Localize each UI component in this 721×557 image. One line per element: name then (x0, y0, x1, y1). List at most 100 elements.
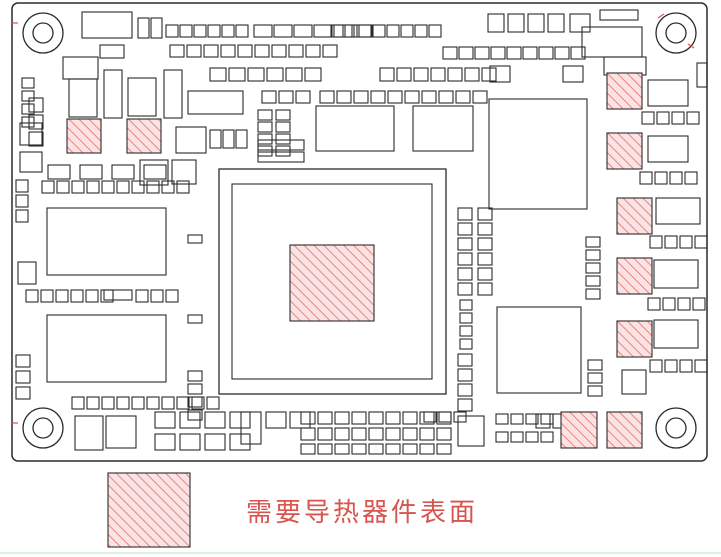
resistor-row-3b (481, 67, 497, 82)
resistor-bottom-mid-c (419, 443, 435, 455)
resistor-bottom-right-b (495, 413, 509, 425)
resistor-right-col-f (587, 372, 603, 384)
thermal-component-7 (616, 320, 653, 358)
resistor-right-col (457, 222, 473, 236)
cap-left-sq (19, 122, 43, 146)
resistor-top-row (235, 24, 249, 38)
resistor-bottom-mid (402, 411, 418, 425)
connector-top (81, 11, 133, 39)
resistor-bottom-mid-c (436, 443, 452, 455)
resistor-right-row-d (677, 297, 691, 311)
resistor-right-col (457, 252, 473, 266)
thermal-component-5 (616, 197, 653, 235)
ic-right-a (647, 79, 689, 107)
thermal-component-9 (606, 411, 643, 449)
soc-package (218, 168, 447, 395)
resistor-row-2 (254, 44, 270, 58)
resistor-right-row-c (649, 235, 663, 249)
resistor-bottom-mid-c (402, 443, 418, 455)
ic-left-d (127, 77, 157, 117)
ic-right-small (621, 369, 647, 395)
resistor-right-col-b (477, 282, 493, 296)
resistor-row-4b (438, 90, 454, 104)
resistor-left-col-b (15, 179, 29, 193)
cap-top-right-b (569, 13, 591, 33)
resistor-top-row-c (414, 24, 428, 38)
resistor-right-row-b (669, 171, 683, 185)
resistor-bottom-mid-c (351, 443, 367, 455)
resistor-right-row-a (641, 111, 655, 125)
resistor-bottom-mid (317, 411, 333, 425)
resistor-row-2 (305, 44, 321, 58)
resistor-right-col (457, 207, 473, 221)
resistor-bottom-mid (385, 411, 401, 425)
ic-bottom-a (74, 415, 104, 451)
resistor-row-4b (455, 90, 471, 104)
resistor-right-row-b (684, 171, 698, 185)
ic-top-small (187, 90, 244, 115)
resistor-right-row-e (664, 359, 678, 373)
cap-left-col (28, 114, 44, 130)
resistor-left-long (103, 289, 133, 301)
resistor-bottom-mid (368, 411, 384, 425)
resistor-left-row-c (165, 289, 179, 303)
resistor-row-4b (421, 90, 437, 104)
resistor-row-2 (186, 44, 202, 58)
resistor-mid-col-b (275, 133, 291, 145)
cap-bottom-mid (265, 411, 287, 429)
resistor-right-row-e (694, 359, 708, 373)
cap-row-3b (562, 65, 584, 83)
resistor-left-row (71, 180, 85, 194)
resistor-top-row (193, 24, 207, 38)
cap-bottom-mid (289, 411, 311, 429)
resistor-bottom-right (423, 411, 437, 423)
board-outline (11, 2, 708, 462)
resistor-bottom-mid-c (334, 443, 350, 455)
flash-chip-left (46, 314, 167, 383)
resistor-right-row-e (679, 359, 693, 373)
cap-mid-left (222, 129, 235, 149)
resistor-top-row-c (330, 24, 344, 38)
resistor-row-2 (169, 44, 185, 58)
resistor-bottom-mid-b (419, 427, 435, 441)
resistor-bottom-right-c (495, 431, 509, 443)
thermal-component-10 (289, 244, 375, 322)
resistor-row-2b (490, 46, 506, 60)
resistor-left-row (116, 180, 130, 194)
ic-bottom-b (105, 415, 137, 449)
ic-top-center-left (315, 105, 395, 152)
resistor-right-row-d (662, 297, 676, 311)
pin-markers (12, 13, 695, 424)
resistor-bottom-mid (334, 411, 350, 425)
resistor-left-row-c (150, 289, 164, 303)
thermal-components-layer (66, 72, 653, 449)
cap-top-right (527, 13, 545, 33)
resistor-bottom-right-c (510, 431, 524, 443)
resistor-row-3 (285, 67, 303, 82)
resistor-left-col-c (15, 354, 31, 368)
resistor-bottom-mid (351, 411, 367, 425)
resistor-bottom-row (206, 396, 220, 410)
cap-bottom-row-b (179, 433, 201, 451)
resistor-right-row-e (649, 359, 663, 373)
resistor-bottom-row (86, 396, 100, 410)
resistor-left-row (56, 180, 70, 194)
resistor-right-col-b (477, 267, 493, 281)
resistor-left-col-b (15, 194, 29, 208)
resistor-mid-col-b (275, 145, 291, 157)
resistor-right-col-b (477, 222, 493, 236)
resistor-row-2b (474, 46, 490, 60)
resistor-bottom-right-b (540, 413, 554, 425)
cap-top (137, 17, 150, 39)
resistor-row-4b (387, 90, 403, 104)
resistor-right-row-c (694, 235, 708, 249)
cap-bottom-row-b (204, 433, 226, 451)
resistor-row-4 (278, 90, 294, 104)
resistor-row-3 (304, 67, 322, 82)
resistor-right-col-b (477, 237, 493, 251)
resistor-left-col-d (187, 409, 203, 421)
resistor-right-col-c (459, 312, 473, 324)
resistor-bottom-mid-b (436, 427, 452, 441)
resistor-bottom-mid-b (402, 427, 418, 441)
resistor-right-row-c (664, 235, 678, 249)
